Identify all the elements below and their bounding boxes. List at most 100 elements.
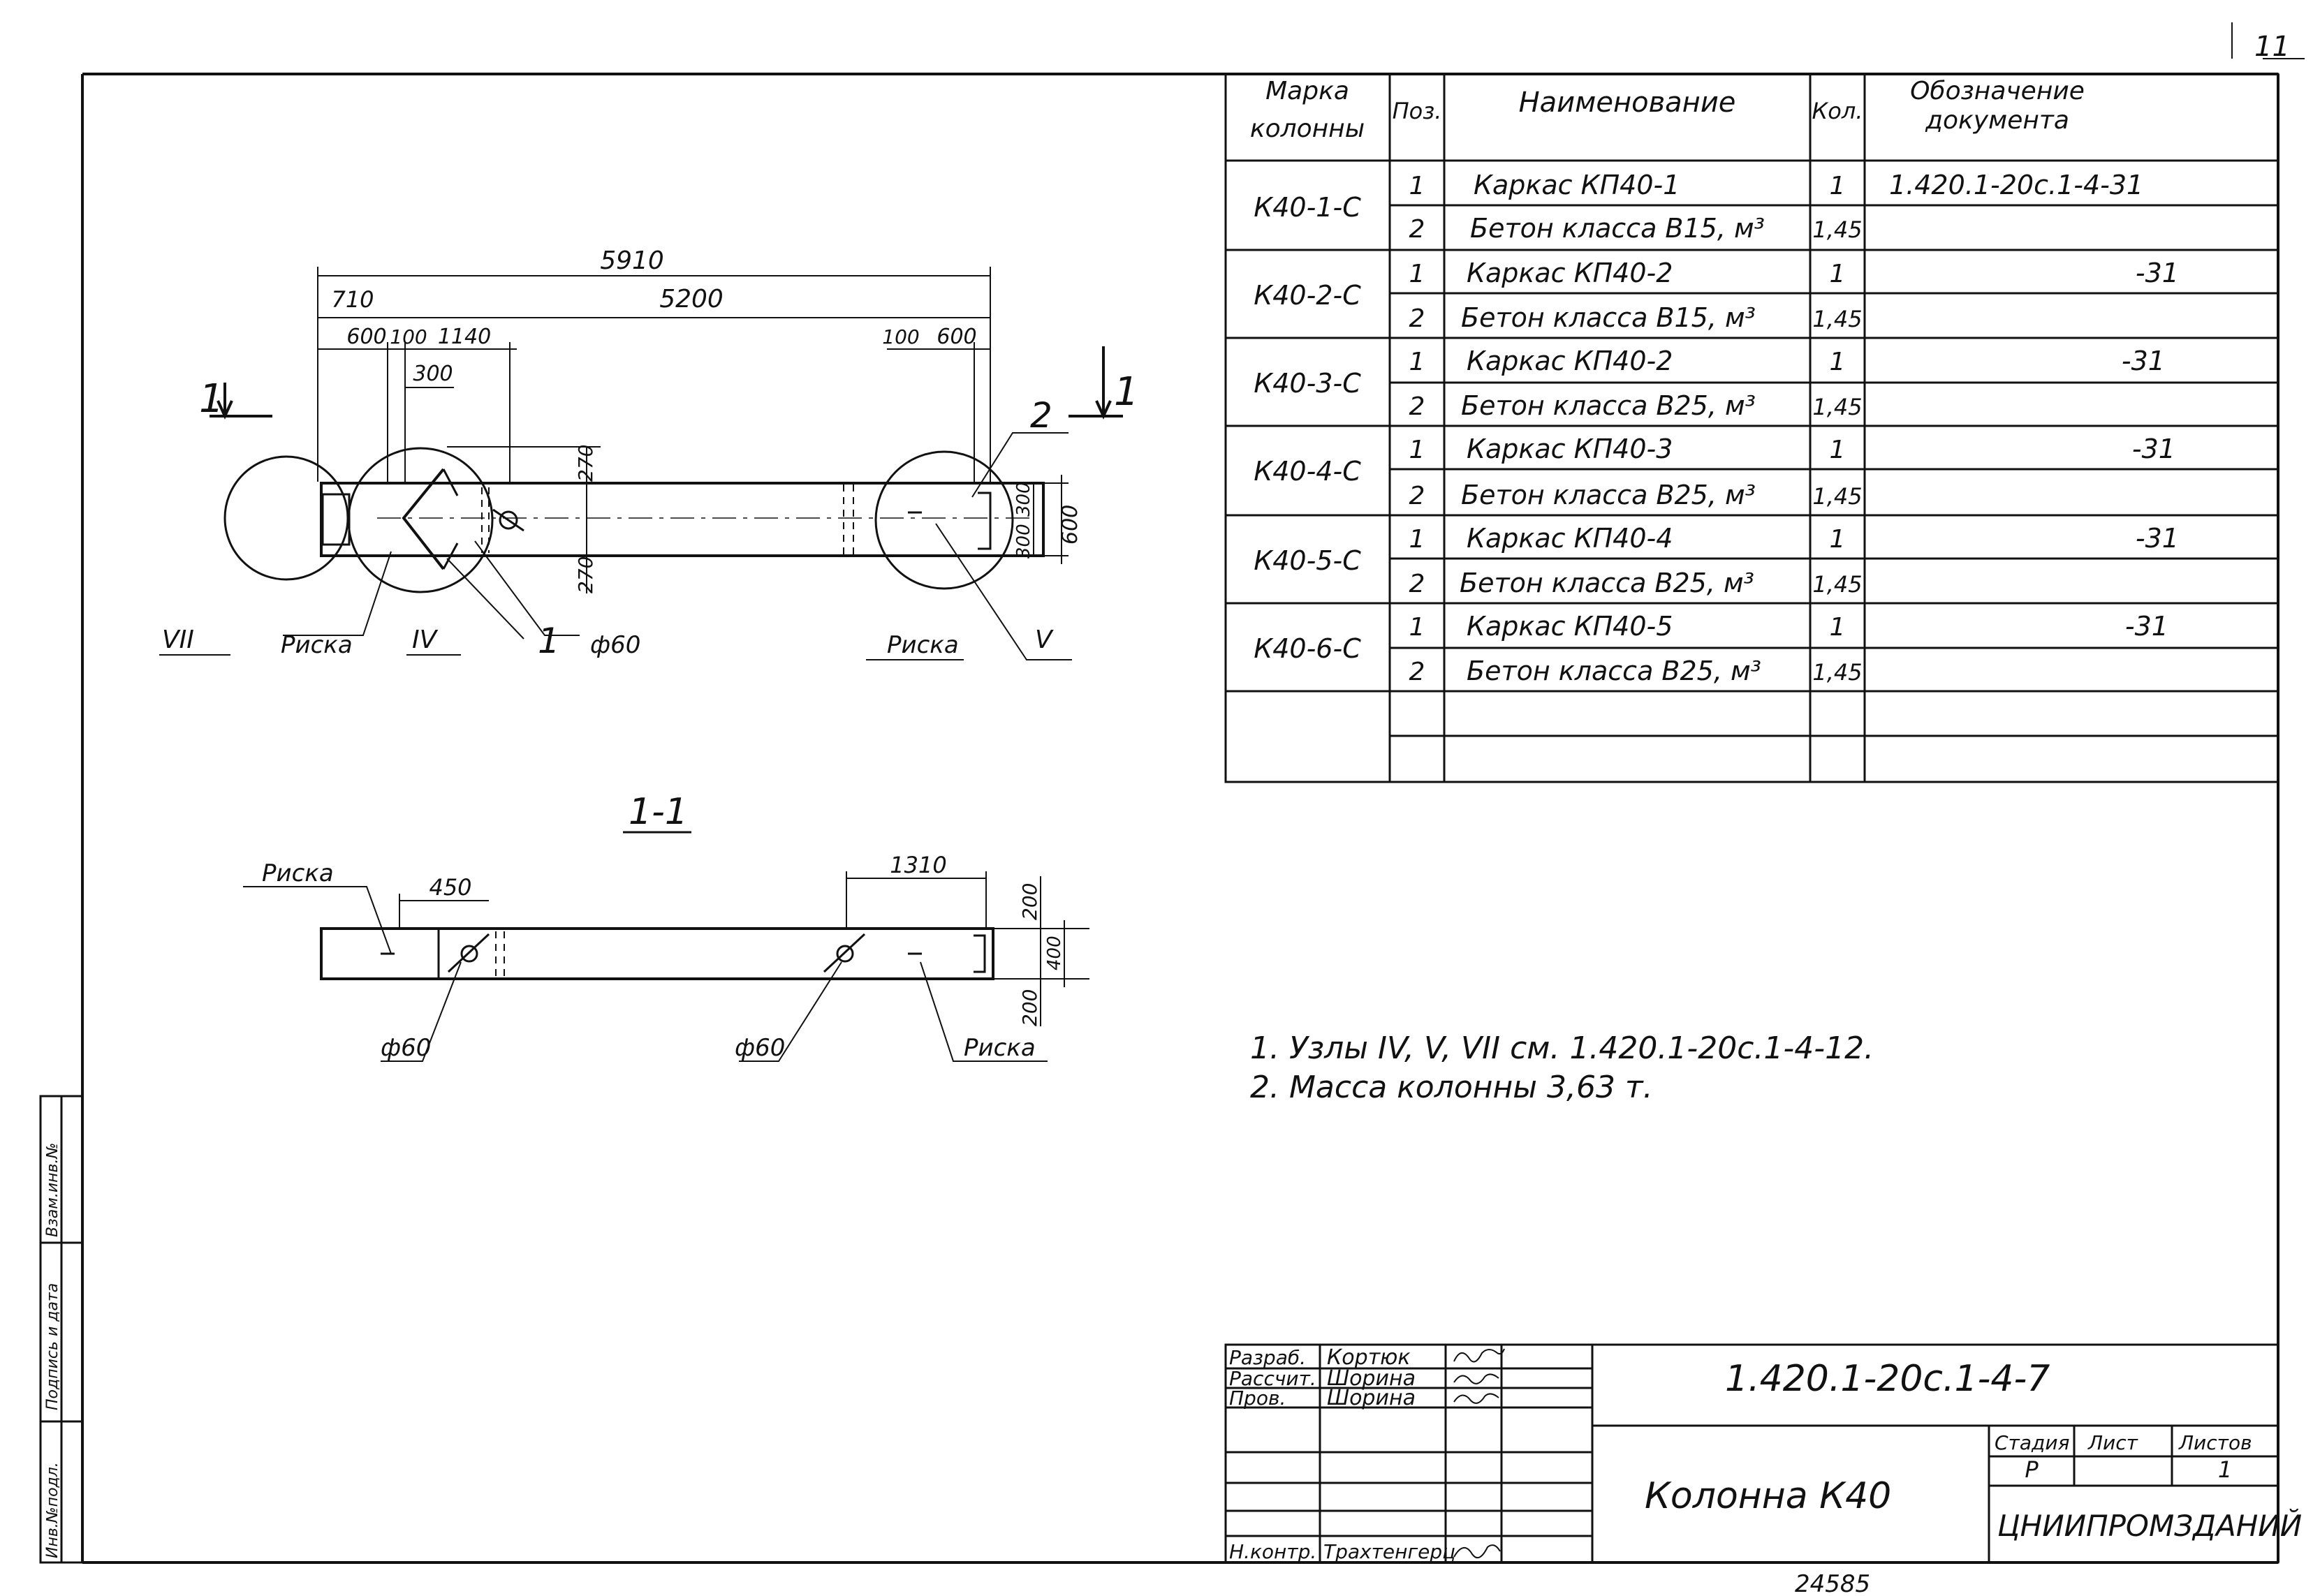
- header-qty: Кол.: [1812, 98, 1863, 124]
- sheet-frame: [81, 22, 2305, 1564]
- dim-300-b: 300: [1013, 524, 1034, 559]
- dim-450: 450: [429, 874, 471, 901]
- sheets-value: 1: [2218, 1456, 2232, 1483]
- header-mark-line2: колонны: [1250, 114, 1365, 143]
- cell-doc: -31: [2132, 434, 2175, 464]
- plan-view-cut-markers: [210, 346, 1123, 420]
- product-name: Колонна К40: [1645, 1475, 1891, 1517]
- section-view-geometry: [320, 927, 994, 980]
- position-1-label: 1: [538, 621, 560, 661]
- side-stamp-replace: Взам.инв.№: [44, 1143, 61, 1237]
- dim-100-right: 100: [882, 325, 919, 348]
- role-label: Разраб.: [1229, 1346, 1306, 1369]
- column-mark: К40-1-С: [1254, 192, 1361, 223]
- cell-qty: 1,45: [1812, 394, 1862, 420]
- riska-label-right: Риска: [964, 1034, 1036, 1062]
- dim-300-a: 300: [1013, 482, 1034, 517]
- sheet-number: 11: [2254, 31, 2290, 63]
- dim-5200: 5200: [659, 285, 724, 313]
- column-mark: К40-5-С: [1254, 545, 1361, 576]
- node-iv-label: IV: [412, 626, 439, 654]
- stage-header: Стадия: [1995, 1431, 2069, 1454]
- header-pos: Поз.: [1393, 98, 1442, 124]
- riska-label-right: Риска: [887, 631, 959, 659]
- document-designation: 1.420.1-20с.1-4-7: [1725, 1358, 2050, 1400]
- dim-600-right: 600: [937, 325, 976, 349]
- hole-label-left: ф60: [381, 1034, 431, 1062]
- plan-view-geometry: [223, 447, 1045, 593]
- cell-doc: -31: [2136, 258, 2179, 288]
- sheet-header: Лист: [2087, 1431, 2138, 1454]
- cell-pos: 1: [1409, 172, 1425, 200]
- note-1: 1. Узлы IV, V, VII см. 1.420.1-20с.1-4-1…: [1250, 1030, 1874, 1066]
- cell-pos: 1: [1409, 525, 1425, 554]
- dim-200-bottom: 200: [1018, 989, 1041, 1026]
- cell-qty: 1,45: [1812, 483, 1862, 510]
- cell-qty: 1: [1830, 260, 1846, 288]
- cell-pos: 2: [1409, 215, 1425, 244]
- cell-pos: 1: [1409, 348, 1425, 376]
- cell-pos: 2: [1409, 658, 1425, 686]
- cell-pos: 2: [1409, 570, 1425, 598]
- section-view: 1-1: [243, 791, 1089, 1062]
- cell-doc: -31: [2136, 523, 2179, 554]
- column-mark: К40-3-С: [1254, 368, 1361, 399]
- spec-table-grid: [1224, 73, 2279, 783]
- organization-name: ЦНИИПРОМЗДАНИЙ: [1997, 1508, 2302, 1543]
- side-stamp: Инв.№подл. Подпись и дата Взам.инв.№: [39, 1095, 84, 1564]
- section-title: 1-1: [629, 791, 688, 833]
- dim-200-top: 200: [1018, 883, 1041, 920]
- role-name: Шорина: [1327, 1386, 1416, 1410]
- cell-doc: -31: [2125, 611, 2168, 642]
- cell-name: Каркас КП40-4: [1467, 523, 1673, 554]
- side-stamp-signature: Подпись и дата: [44, 1283, 61, 1410]
- side-stamp-inv: Инв.№подл.: [44, 1462, 61, 1558]
- dim-600-left: 600: [346, 325, 386, 349]
- role-label: Н.контр.: [1229, 1540, 1316, 1563]
- cell-qty: 1,45: [1812, 216, 1862, 243]
- dim-overall-length: 5910: [600, 246, 664, 275]
- cell-qty: 1: [1830, 172, 1846, 200]
- title-block: Разраб. Кортюк Рассчит. Шорина Пров. Шор…: [1224, 1343, 2302, 1564]
- role-name: Шорина: [1327, 1366, 1416, 1391]
- signature-marks: [1453, 1348, 1505, 1559]
- cell-pos: 2: [1409, 392, 1425, 421]
- cell-name: Бетон класса В25, м³: [1461, 480, 1756, 510]
- column-mark: К40-4-С: [1254, 456, 1361, 487]
- dim-710: 710: [331, 286, 374, 313]
- role-label: Рассчит.: [1229, 1367, 1316, 1390]
- section-view-dimension-lines: [243, 871, 1089, 1062]
- cell-qty: 1: [1830, 436, 1846, 464]
- notes: 1. Узлы IV, V, VII см. 1.420.1-20с.1-4-1…: [1250, 1030, 1874, 1105]
- cut-label-left: 1: [199, 376, 224, 422]
- cell-name: Бетон класса В25, м³: [1460, 568, 1754, 598]
- cell-doc: -31: [2122, 346, 2165, 376]
- dim-1140: 1140: [438, 325, 491, 349]
- sheets-header: Листов: [2178, 1431, 2252, 1454]
- cell-name: Каркас КП40-2: [1467, 258, 1673, 288]
- title-block-grid: [1224, 1343, 2279, 1564]
- bottom-number-fragment: 24585: [1795, 1570, 1870, 1596]
- cell-pos: 1: [1409, 436, 1425, 464]
- plan-view-dimension-lines: [159, 267, 1072, 660]
- role-name: Трахтенгерц: [1323, 1540, 1455, 1563]
- cell-name: Каркас КП40-1: [1474, 170, 1680, 200]
- header-doc-line1: Обозначение: [1910, 77, 2085, 105]
- node-v-label: V: [1035, 626, 1054, 654]
- cut-label-right: 1: [1114, 369, 1139, 415]
- hole-label-right: ф60: [735, 1034, 785, 1062]
- cell-name: Бетон класса В25, м³: [1461, 390, 1756, 421]
- dim-600-side: 600: [1058, 505, 1082, 545]
- cell-pos: 2: [1409, 482, 1425, 510]
- header-name: Наименование: [1519, 87, 1736, 119]
- cell-pos: 1: [1409, 260, 1425, 288]
- cell-name: Каркас КП40-3: [1467, 434, 1673, 464]
- riska-label-left: Риска: [281, 631, 353, 659]
- header-doc-line2: документа: [1925, 106, 2069, 135]
- note-2: 2. Масса колонны 3,63 т.: [1250, 1070, 1653, 1105]
- dim-1310: 1310: [890, 852, 946, 878]
- cell-pos: 2: [1409, 304, 1425, 333]
- cell-qty: 1: [1830, 613, 1846, 642]
- cell-doc: 1.420.1-20с.1-4-31: [1889, 170, 2143, 200]
